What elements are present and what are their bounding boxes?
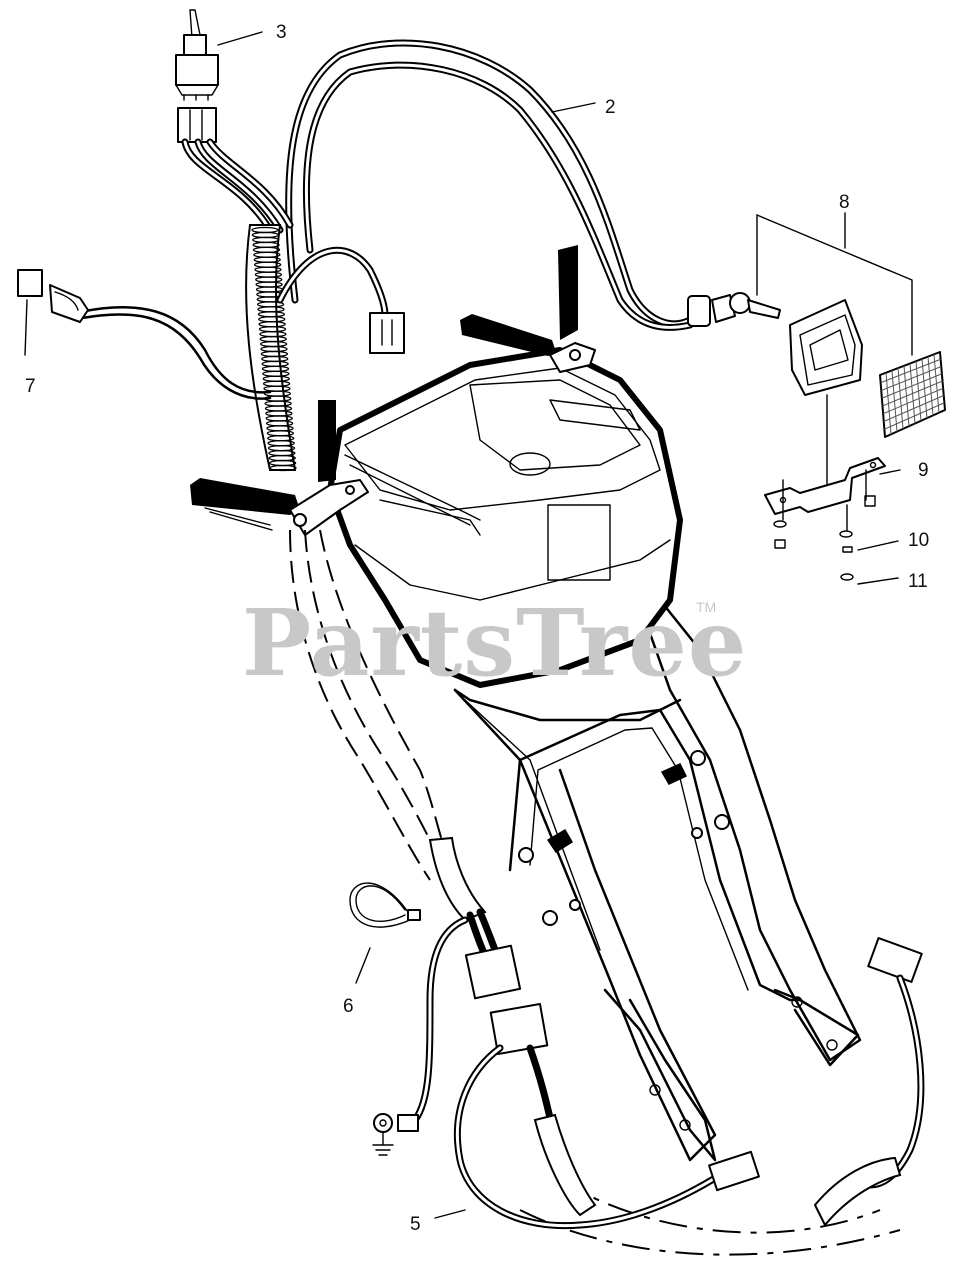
lens-line <box>884 402 945 430</box>
callout-labels: 3 2 8 7 9 10 11 6 5 <box>25 22 929 1235</box>
lens-line <box>881 366 942 391</box>
lower-harness <box>372 836 522 1156</box>
callout-9: 9 <box>918 460 929 481</box>
wire-harness-5 <box>453 937 925 1230</box>
callout-11: 11 <box>908 571 928 592</box>
coiled-harness <box>17 224 405 472</box>
callout-6: 6 <box>343 996 354 1017</box>
lens-line <box>883 395 944 422</box>
control-panel <box>190 245 683 688</box>
dashed-wire-routing <box>289 529 901 1256</box>
wire-harness-2 <box>285 39 781 331</box>
wire-clip-6 <box>349 882 421 928</box>
watermark: PartsTree TM <box>242 589 747 697</box>
coil-ring <box>269 464 297 472</box>
lower-handle-frame <box>453 598 862 1162</box>
leader-lines <box>24 31 901 1219</box>
callout-3: 3 <box>276 22 287 43</box>
callout-2: 2 <box>605 97 616 118</box>
callout-10: 10 <box>908 530 929 551</box>
watermark-text: PartsTree <box>242 589 747 697</box>
toggle-switch-3 <box>175 9 294 234</box>
lens-line <box>881 373 943 399</box>
callout-8: 8 <box>839 192 850 213</box>
callout-7: 7 <box>25 376 36 397</box>
lens-line <box>880 358 941 384</box>
watermark-trademark: TM <box>696 599 716 615</box>
lens-line <box>882 387 944 415</box>
light-assembly-8 <box>756 214 946 581</box>
lens-line <box>882 380 943 407</box>
callout-5: 5 <box>410 1214 421 1235</box>
